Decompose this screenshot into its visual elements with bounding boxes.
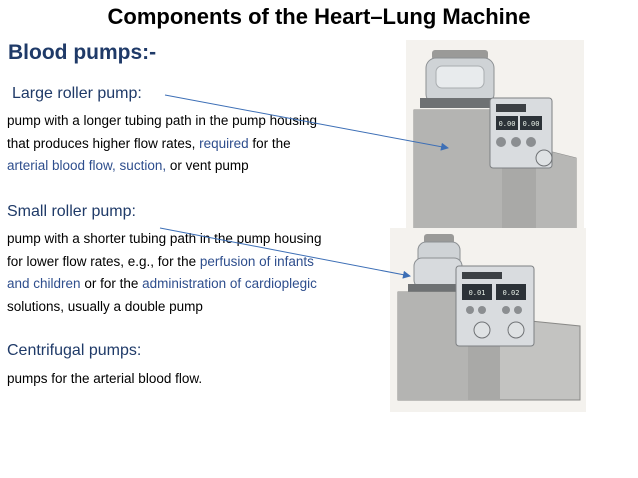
body-text: solutions, usually a double pump bbox=[7, 298, 203, 314]
body-text: or vent pump bbox=[166, 158, 249, 173]
body-text: pump with a shorter tubing path in the p… bbox=[7, 231, 322, 269]
large-pump-arrow bbox=[164, 94, 449, 151]
body-text: for the bbox=[248, 135, 291, 151]
small-roller-pump-heading: Small roller pump: bbox=[7, 203, 136, 220]
large-roller-pump-image: 0.00 0.00 bbox=[406, 40, 584, 238]
body-text: or for the bbox=[80, 276, 143, 291]
centrifugal-pumps-description: pumps for the arterial blood flow. bbox=[7, 368, 322, 391]
section-heading: Blood pumps:- bbox=[8, 41, 157, 64]
highlighted-text: perfusion of infants and children bbox=[7, 253, 314, 292]
svg-text:0.00: 0.00 bbox=[523, 120, 540, 128]
svg-text:0.00: 0.00 bbox=[499, 120, 516, 128]
centrifugal-pumps-heading: Centrifugal pumps: bbox=[7, 342, 142, 359]
highlighted-text: administration of cardioplegic bbox=[142, 276, 317, 291]
large-roller-pump-heading: Large roller pump: bbox=[12, 85, 142, 102]
highlighted-text: arterial blood flow, suction, bbox=[7, 158, 167, 173]
small-roller-pump-description: pump with a shorter tubing path in the p… bbox=[7, 228, 322, 318]
small-roller-pump-image: 0.01 0.02 bbox=[390, 228, 586, 412]
svg-text:0.02: 0.02 bbox=[503, 289, 520, 297]
small-pump-arrow bbox=[159, 227, 411, 279]
highlighted-text: required bbox=[199, 135, 249, 151]
body-text: pump with a longer tubing path in the pu… bbox=[7, 113, 317, 151]
svg-text:0.01: 0.01 bbox=[469, 289, 486, 297]
body-text: pumps for the arterial blood flow. bbox=[7, 371, 203, 386]
large-roller-pump-description: pump with a longer tubing path in the pu… bbox=[7, 110, 322, 178]
slide-title: Components of the Heart–Lung Machine bbox=[107, 4, 531, 29]
